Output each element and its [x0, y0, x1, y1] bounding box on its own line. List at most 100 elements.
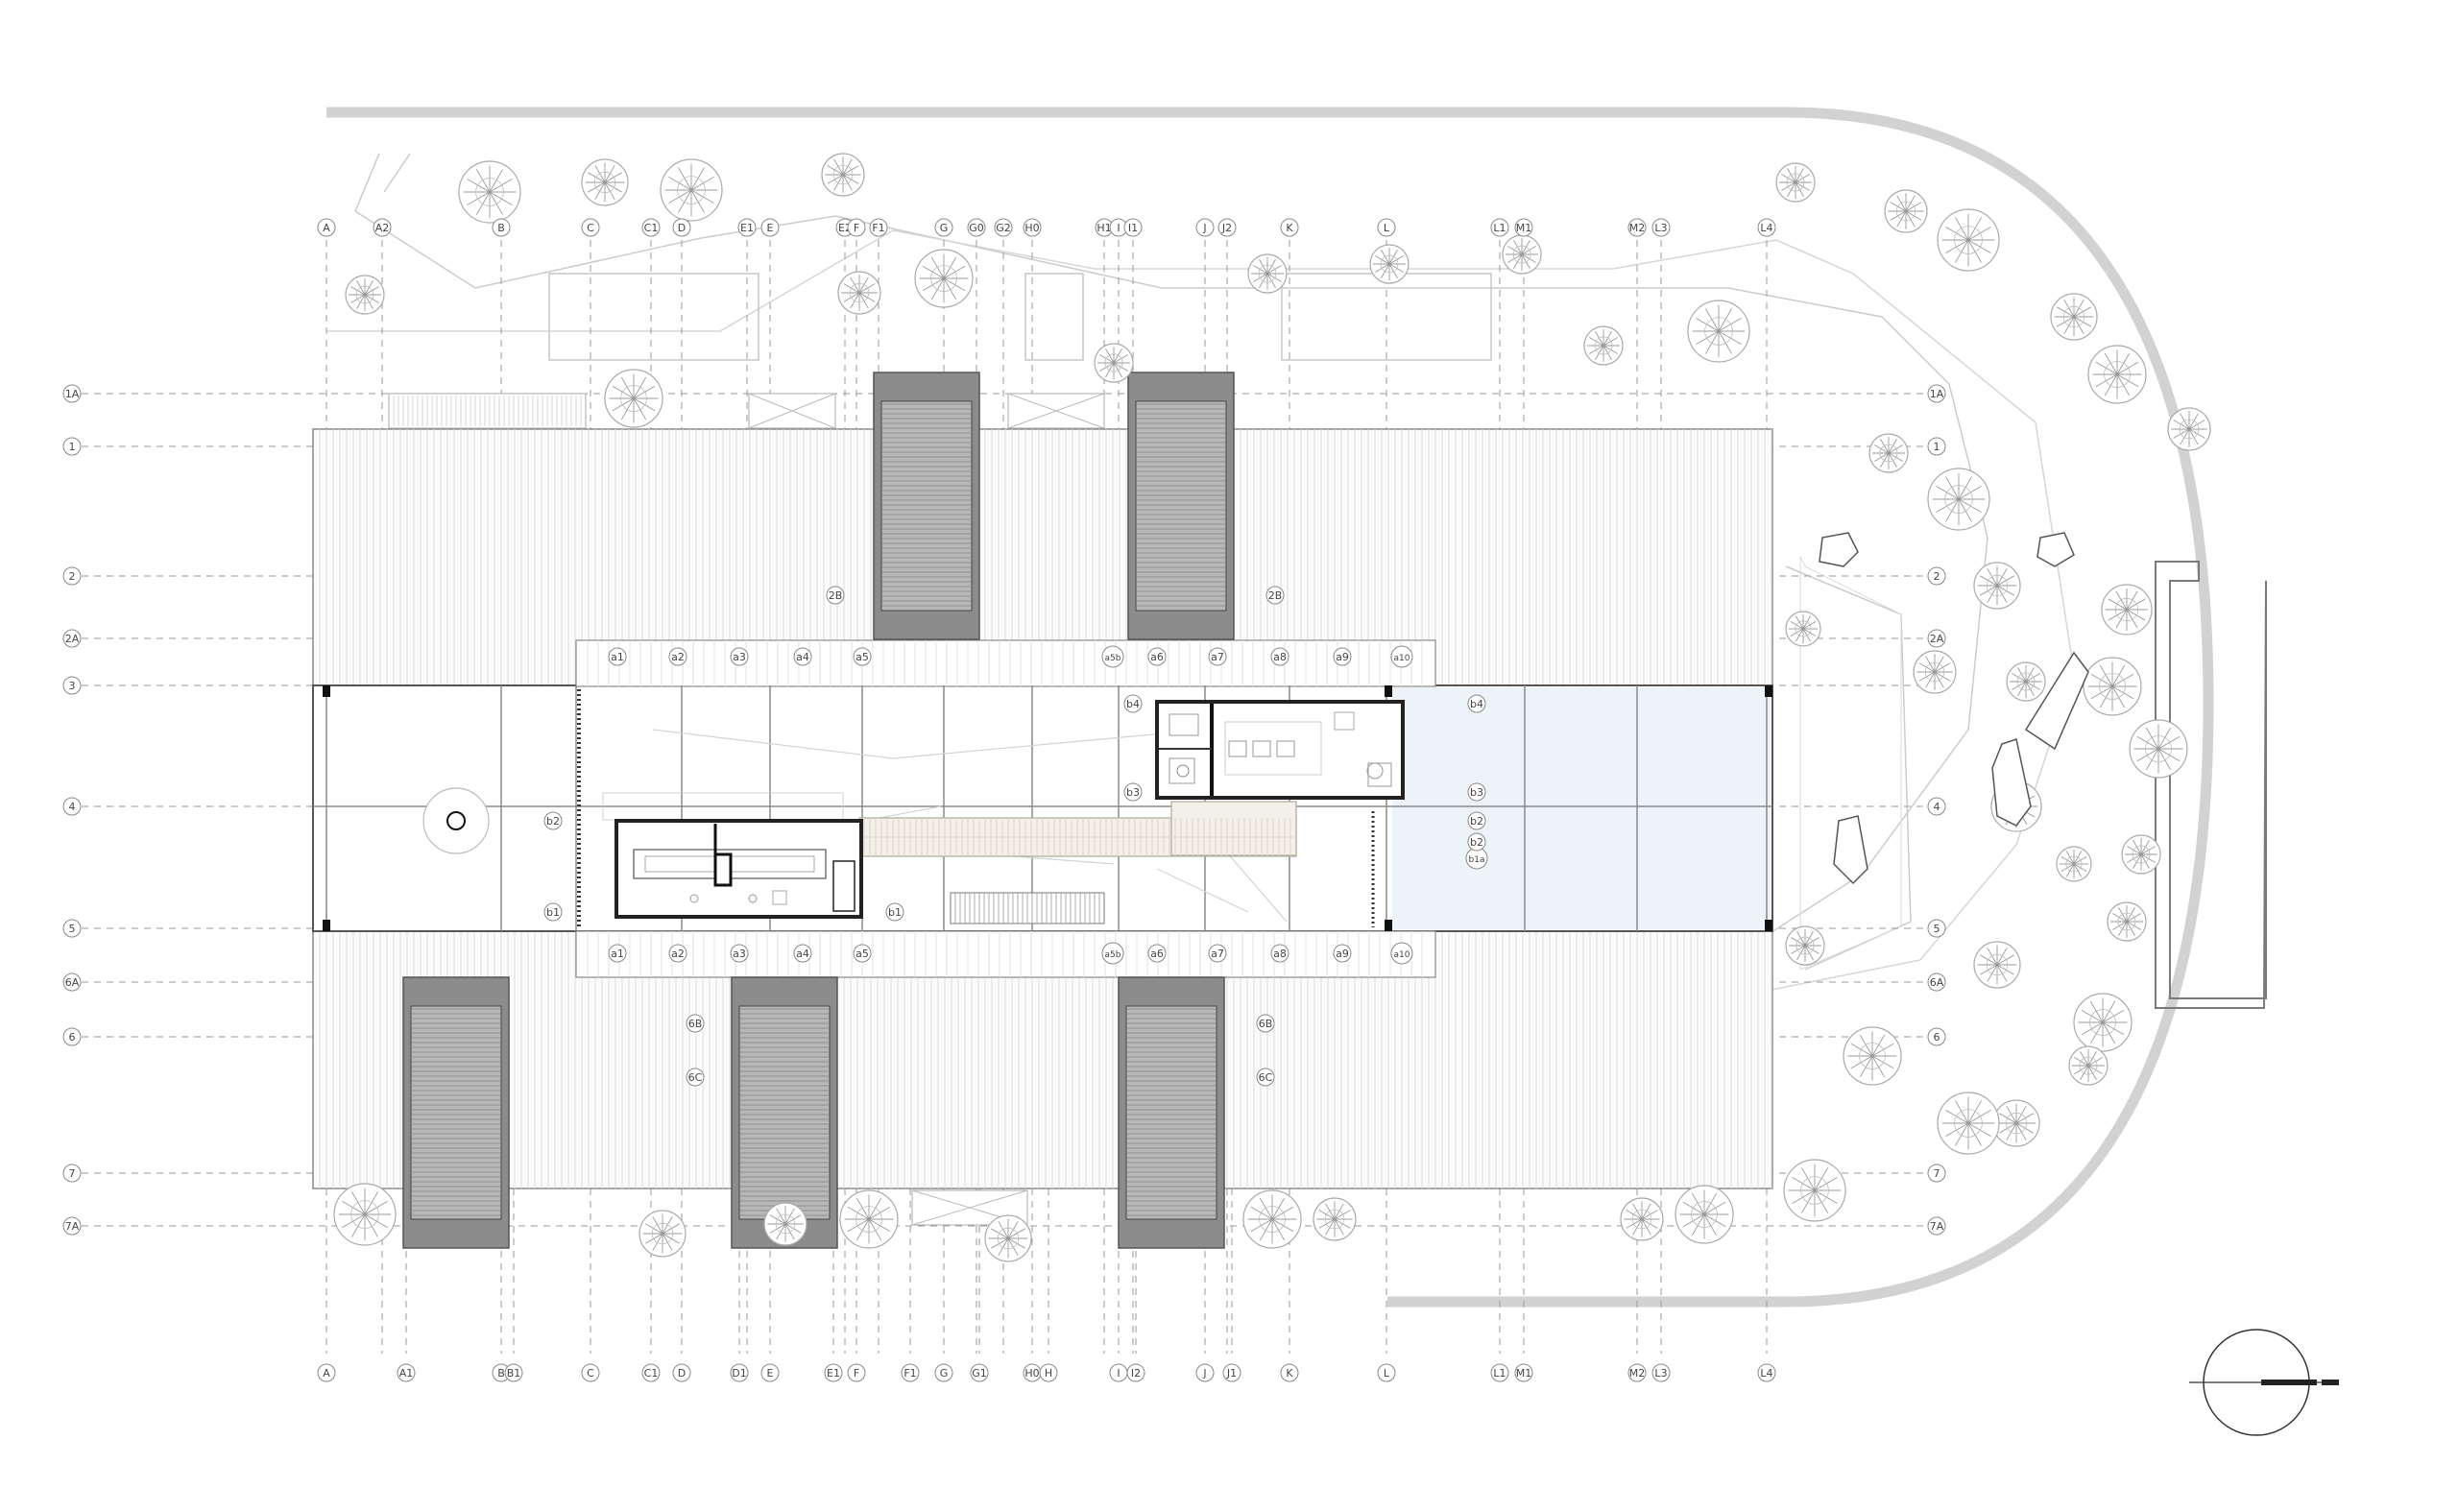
skylight-south-1	[402, 976, 510, 1249]
svg-text:I2: I2	[1131, 1367, 1141, 1380]
site-path-inner	[326, 229, 2075, 1019]
svg-text:a8: a8	[1273, 948, 1287, 960]
courtyard-frame-2	[1007, 393, 1105, 429]
svg-text:J2: J2	[1221, 222, 1232, 234]
svg-text:L4: L4	[1760, 1367, 1772, 1380]
column-label-top: G2	[994, 218, 1013, 237]
svg-text:6: 6	[1934, 1031, 1940, 1044]
tree-icon	[639, 1210, 687, 1258]
column-label-bottom: H0	[1023, 1363, 1042, 1382]
axis-label-lower: a10	[1390, 942, 1413, 965]
tree-icon	[604, 369, 663, 428]
site-boundary-wall	[326, 107, 2214, 1308]
axis-label-lower: a9	[1333, 944, 1352, 963]
row-label-left: 3	[62, 676, 82, 695]
axis-label-lower: a5b	[1101, 942, 1124, 965]
rocks	[1819, 532, 2089, 885]
svg-text:I1: I1	[1128, 222, 1138, 234]
row-label-left: 7A	[62, 1216, 82, 1236]
tree-icon	[1783, 1159, 1846, 1222]
tree-icon	[1583, 325, 1624, 366]
svg-text:6C: 6C	[688, 1071, 703, 1084]
axis-label-upper: a2	[668, 647, 687, 666]
interior-room-west	[614, 819, 863, 919]
svg-text:a5b: a5b	[1105, 654, 1121, 663]
svg-text:b2: b2	[546, 815, 560, 828]
svg-text:6A: 6A	[65, 976, 80, 989]
column-label-top: M2	[1627, 218, 1647, 237]
svg-text:G1: G1	[972, 1367, 987, 1380]
row-label-left: 7	[62, 1164, 82, 1183]
svg-text:D: D	[678, 1367, 686, 1380]
tree-icon	[581, 158, 629, 206]
axis-label-upper: a6	[1147, 647, 1167, 666]
sub-row-label: 6C	[686, 1068, 705, 1087]
axis-label-lower: a7	[1208, 944, 1227, 963]
svg-text:H0: H0	[1024, 1367, 1039, 1380]
svg-text:4: 4	[1934, 801, 1940, 813]
svg-text:a8: a8	[1273, 651, 1287, 663]
svg-text:E: E	[767, 1367, 774, 1380]
column-label-bottom: D	[672, 1363, 691, 1382]
tree-icon	[1843, 1026, 1902, 1086]
svg-text:C1: C1	[644, 222, 659, 234]
tree-icon	[1884, 189, 1928, 233]
column-label-top: G	[934, 218, 953, 237]
svg-text:6: 6	[69, 1031, 76, 1044]
tree-icon	[1937, 1092, 2000, 1155]
svg-text:b2: b2	[1470, 815, 1483, 828]
column-label-bottom: K	[1280, 1363, 1299, 1382]
svg-text:a5: a5	[855, 651, 869, 663]
svg-text:b1a: b1a	[1469, 855, 1485, 865]
column-label-top: G0	[967, 218, 986, 237]
row-label-right: 2	[1927, 566, 1946, 586]
side-wall	[2155, 561, 2267, 1009]
svg-text:B1: B1	[507, 1367, 521, 1380]
svg-text:A: A	[323, 222, 330, 234]
row-label-right: 4	[1927, 797, 1946, 816]
svg-text:2B: 2B	[1268, 589, 1283, 602]
svg-text:C: C	[587, 1367, 594, 1380]
skylight-south-3	[1118, 976, 1225, 1249]
axis-label-lower: a2	[668, 944, 687, 963]
central-strip-north	[575, 639, 1436, 687]
svg-text:6A: 6A	[1930, 976, 1944, 989]
svg-text:G0: G0	[969, 222, 984, 234]
svg-text:D: D	[678, 222, 686, 234]
tree-icon	[839, 1189, 899, 1249]
column-label-top: I1	[1123, 218, 1143, 237]
row-label-left: 4	[62, 797, 82, 816]
sub-row-label: 2B	[826, 586, 845, 605]
svg-text:I: I	[1117, 222, 1120, 234]
striped-frame	[388, 393, 587, 429]
svg-text:F: F	[854, 1367, 859, 1380]
b-axis-label: b2	[1467, 832, 1486, 852]
round-skylight-core	[446, 811, 466, 830]
tree-icon	[660, 158, 723, 222]
row-label-left: 6A	[62, 972, 82, 992]
axis-label-lower: a4	[793, 944, 812, 963]
b-axis-label: b1	[885, 902, 904, 922]
svg-text:H: H	[1045, 1367, 1052, 1380]
column-label-bottom: A	[317, 1363, 336, 1382]
column-label-top: A2	[373, 218, 392, 237]
svg-text:H1: H1	[1096, 222, 1111, 234]
svg-text:J1: J1	[1226, 1367, 1237, 1380]
svg-text:L1: L1	[1493, 1367, 1506, 1380]
svg-text:b1: b1	[546, 906, 560, 919]
svg-text:H0: H0	[1024, 222, 1039, 234]
svg-text:C: C	[587, 222, 594, 234]
tree-icon	[1973, 941, 2021, 989]
svg-text:F1: F1	[872, 222, 884, 234]
column-label-bottom: E1	[824, 1363, 843, 1382]
svg-text:6B: 6B	[688, 1018, 703, 1030]
svg-text:1A: 1A	[1930, 388, 1944, 400]
axis-label-upper: a8	[1270, 647, 1289, 666]
axis-label-upper: a5b	[1101, 645, 1124, 668]
tree-icon	[1775, 162, 1816, 203]
svg-text:a6: a6	[1150, 651, 1164, 663]
svg-text:L3: L3	[1654, 1367, 1667, 1380]
tree-icon	[333, 1183, 397, 1246]
svg-text:a4: a4	[796, 948, 809, 960]
